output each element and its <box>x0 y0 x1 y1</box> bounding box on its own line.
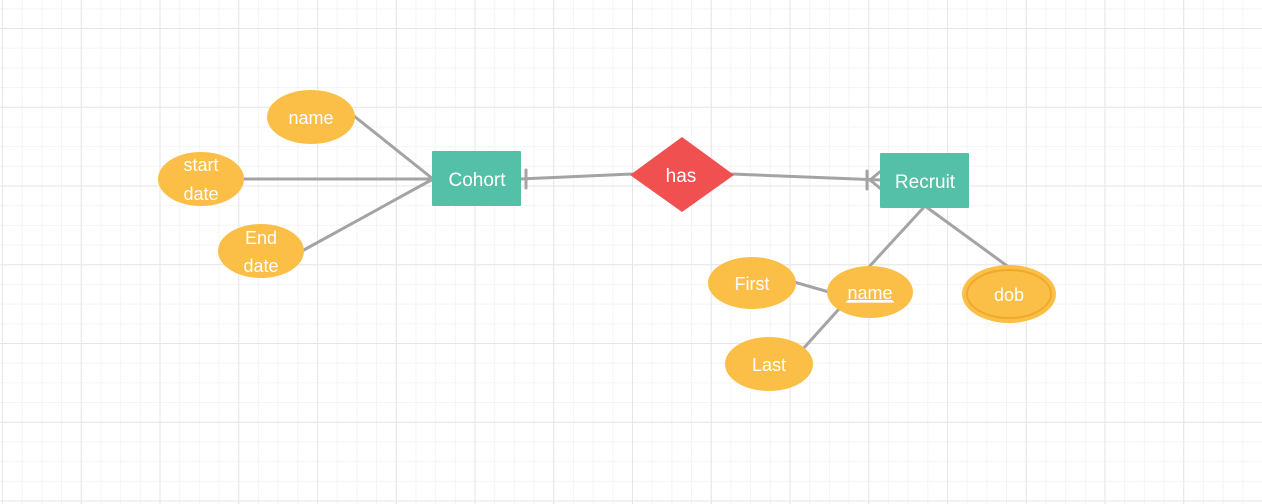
attribute-dob-inner-ring <box>966 269 1052 319</box>
cardinality-many-fork-top <box>868 169 883 182</box>
attribute-end-date-shape <box>218 224 304 278</box>
edge-recruit-name[interactable] <box>866 204 927 270</box>
connectors <box>242 114 1012 352</box>
attribute-recruit-name[interactable]: name <box>827 266 913 318</box>
attribute-first-label: First <box>735 274 770 294</box>
attribute-dob-label: dob <box>994 285 1024 305</box>
entity-cohort[interactable]: Cohort <box>432 151 521 206</box>
attribute-dob-multivalued[interactable]: dob <box>962 265 1056 323</box>
attribute-cohort-name-label: name <box>288 108 333 128</box>
attribute-end-date[interactable]: End date <box>218 224 304 278</box>
attribute-start-date-label-line1: start <box>183 155 218 175</box>
attribute-start-date-label-line2: date <box>183 184 218 204</box>
attribute-dob-outer-shape <box>962 265 1056 323</box>
attribute-cohort-name[interactable]: name <box>267 90 355 144</box>
attribute-start-date[interactable]: start date <box>158 152 244 206</box>
attribute-recruit-name-label: name <box>847 283 892 303</box>
attribute-first[interactable]: First <box>708 257 796 309</box>
entity-recruit-box <box>880 153 969 208</box>
attribute-last-label: Last <box>752 355 786 375</box>
entity-recruit[interactable]: Recruit <box>880 153 969 208</box>
attribute-end-date-label-line2: date <box>243 256 278 276</box>
edge-has-recruit[interactable] <box>730 172 883 182</box>
relationship-has[interactable]: has <box>630 137 734 212</box>
attribute-last-shape <box>725 337 813 391</box>
attribute-recruit-name-shape <box>827 266 913 318</box>
edge-name-last[interactable] <box>800 307 841 352</box>
relationship-has-label: has <box>666 166 697 187</box>
edge-name-first[interactable] <box>792 280 831 294</box>
attribute-first-shape <box>708 257 796 309</box>
relationship-has-diamond <box>630 137 734 212</box>
edge-cohort-has[interactable] <box>518 172 634 181</box>
attribute-end-date-label-line1: End <box>245 228 277 248</box>
attribute-last[interactable]: Last <box>725 337 813 391</box>
entity-cohort-box <box>432 151 521 206</box>
edge-cohort-end-date[interactable] <box>300 177 435 253</box>
cardinality-many-fork-bottom <box>868 178 883 191</box>
entity-recruit-label: Recruit <box>895 172 956 193</box>
attribute-start-date-shape <box>158 152 244 206</box>
edge-cohort-name[interactable] <box>352 114 435 181</box>
entity-cohort-label: Cohort <box>448 170 506 191</box>
edge-recruit-dob[interactable] <box>923 204 1012 270</box>
attribute-cohort-name-shape <box>267 90 355 144</box>
cardinality-markers <box>524 168 883 191</box>
